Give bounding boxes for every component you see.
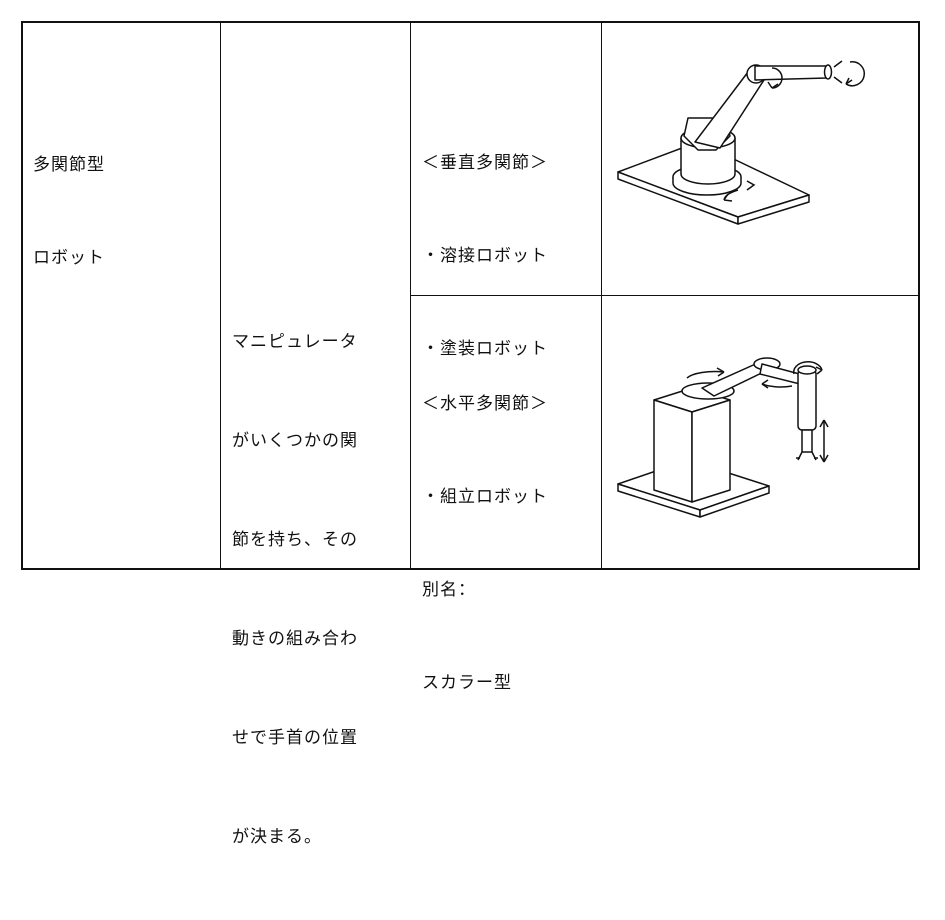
- vertical-articulated-cell: ＜垂直多関節＞ ・溶接ロボット ・塗装ロボット: [422, 86, 548, 427]
- table-border-bottom: [21, 568, 920, 570]
- horizontal-item-alias-label: 別名：: [422, 580, 476, 600]
- vertical-articulated-robot-illustration: [602, 40, 918, 240]
- description-line-4: 動きの組み合わ: [232, 629, 358, 649]
- horizontal-item-assembly: ・組立ロボット: [422, 487, 548, 507]
- horizontal-articulated-cell: ＜水平多関節＞ ・組立ロボット 別名： スカラー型: [422, 327, 548, 761]
- scara-robot-illustration: [602, 340, 918, 562]
- description-line-2: がいくつかの関: [232, 431, 358, 451]
- description-line-1: マニピュレータ: [232, 332, 358, 352]
- vertical-item-welding: ・溶接ロボット: [422, 246, 548, 266]
- robot-category-cell: 多関節型 ロボット: [33, 88, 105, 336]
- category-line-1: 多関節型: [33, 155, 105, 175]
- table-border-left: [21, 21, 23, 570]
- horizontal-heading: ＜水平多関節＞: [422, 394, 548, 414]
- row-divider: [410, 295, 919, 296]
- category-line-2: ロボット: [33, 248, 105, 268]
- vertical-heading: ＜垂直多関節＞: [422, 153, 548, 173]
- description-cell: マニピュレータ がいくつかの関 節を持ち、その 動きの組み合わ せで手首の位置 …: [232, 260, 358, 920]
- vertical-item-painting: ・塗装ロボット: [422, 339, 548, 359]
- column-divider-1: [220, 21, 221, 570]
- robot-classification-table: 多関節型 ロボット マニピュレータ がいくつかの関 節を持ち、その 動きの組み合…: [21, 21, 920, 847]
- description-line-6: が決まる。: [232, 827, 322, 847]
- description-line-3: 節を持ち、その: [232, 530, 358, 550]
- description-line-5: せで手首の位置: [232, 728, 358, 748]
- table-border-right: [918, 21, 920, 570]
- horizontal-item-scara: スカラー型: [422, 673, 512, 693]
- table-border-top: [21, 21, 920, 23]
